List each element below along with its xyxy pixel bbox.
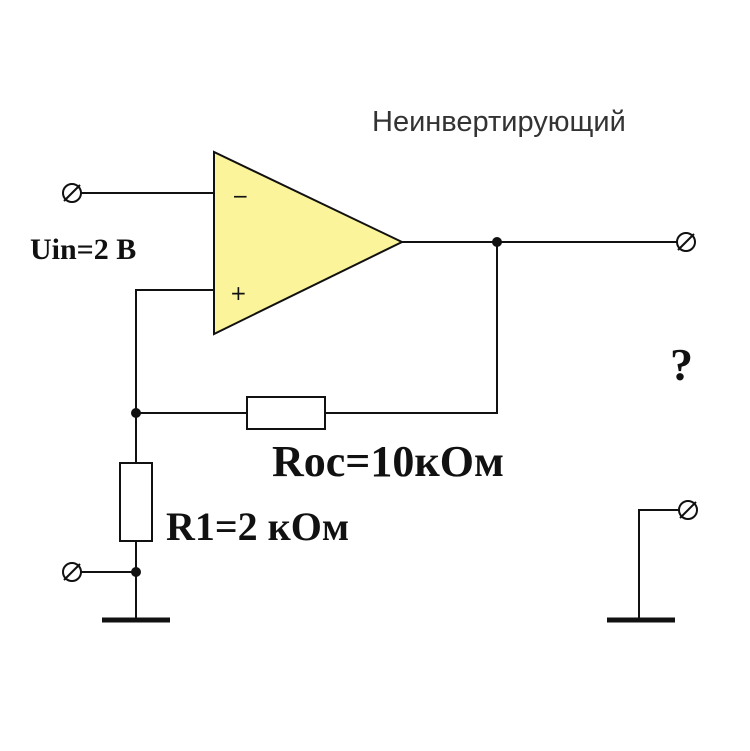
r1-resistor — [119, 462, 153, 542]
opamp-triangle — [213, 150, 405, 336]
r1-label: R1=2 кОм — [166, 504, 349, 549]
output-ground-terminal — [678, 500, 698, 520]
opamp-inverting-sign: − — [232, 184, 249, 208]
input-terminal — [62, 183, 82, 203]
opamp-noninverting-sign: + — [230, 281, 247, 305]
unknown-output-label: ? — [670, 339, 693, 390]
circuit-title: Неинвертирующий — [372, 106, 626, 138]
feedback-wire-right — [325, 242, 498, 414]
input-voltage-label: Uin=2 В — [30, 233, 136, 266]
feedback-resistor-label: Roc=10кОм — [272, 437, 504, 486]
noninverting-wire — [135, 289, 214, 413]
ground-terminal — [62, 562, 82, 582]
output-terminal — [676, 232, 696, 252]
output-ground-wire — [638, 509, 679, 620]
feedback-resistor — [246, 396, 326, 430]
